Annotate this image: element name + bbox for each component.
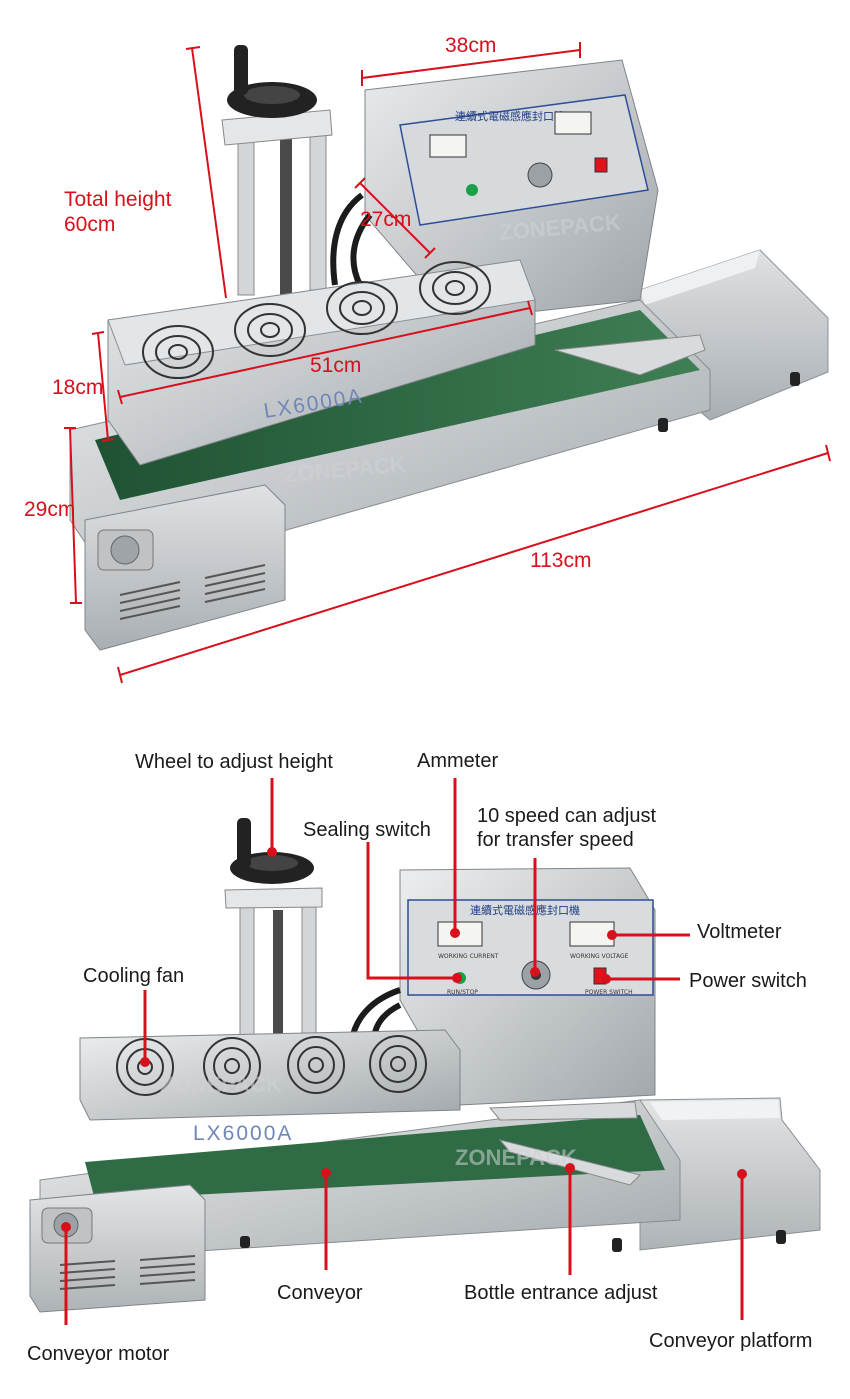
watermark-3: ZONEPACK (160, 1072, 282, 1097)
callout-power-switch: Power switch (689, 970, 807, 992)
callout-sealing-switch: Sealing switch (303, 819, 431, 841)
panel-title-top: 連續式電磁感應封口機 (455, 109, 565, 123)
dim-fan-length: 51cm (310, 354, 361, 377)
dim-conveyor-height: 29cm (24, 498, 75, 521)
callout-cooling-fan: Cooling fan (83, 965, 184, 987)
switch-right-caption: POWER SWITCH (585, 989, 633, 996)
dimension-illustration: 連續式電磁感應封口機 LX6000A ZONEPACK ZO (24, 34, 831, 684)
callout-bottle-entrance: Bottle entrance adjust (464, 1282, 658, 1304)
callout-ammeter: Ammeter (417, 750, 498, 772)
callout-speed-line2: for transfer speed (477, 829, 634, 851)
model-label-bottom: LX6000A (193, 1122, 293, 1145)
dimension-lines (64, 42, 831, 684)
watermark-4: ZONEPACK (455, 1145, 577, 1170)
callout-wheel: Wheel to adjust height (135, 751, 333, 773)
callout-lines (64, 778, 744, 1325)
dim-total-height-line1: Total height (64, 188, 172, 211)
callout-speed-line1: 10 speed can adjust (477, 805, 656, 827)
dim-width-top: 38cm (445, 34, 496, 57)
callout-illustration: 連續式電磁感應封口機 WORKING CURRENT WORKING VOLTA… (27, 750, 821, 1365)
callout-conveyor-motor: Conveyor motor (27, 1343, 170, 1365)
callout-conveyor-platform: Conveyor platform (649, 1330, 812, 1352)
dim-total-height-line2: 60cm (64, 213, 115, 236)
meter-right-caption: WORKING VOLTAGE (570, 953, 629, 960)
dim-depth-head: 27cm (360, 208, 411, 231)
callout-conveyor: Conveyor (277, 1282, 363, 1304)
meter-left-caption: WORKING CURRENT (438, 953, 499, 960)
dim-head-height: 18cm (52, 376, 103, 399)
dim-total-length: 113cm (530, 549, 591, 572)
machine-body: 連續式電磁感應封口機 LX6000A ZONEPACK ZO (69, 45, 829, 651)
machine-body-bottom: 連續式電磁感應封口機 WORKING CURRENT WORKING VOLTA… (29, 818, 821, 1313)
panel-title-bottom: 連續式電磁感應封口機 (470, 903, 580, 917)
switch-left-caption: RUN/STOP (447, 989, 478, 996)
dimension-panel: 連續式電磁感應封口機 LX6000A ZONEPACK ZO (24, 34, 831, 684)
callout-panel: 連續式電磁感應封口機 WORKING CURRENT WORKING VOLTA… (0, 700, 850, 1394)
callout-voltmeter: Voltmeter (697, 921, 782, 943)
callout-dots (61, 847, 747, 1232)
